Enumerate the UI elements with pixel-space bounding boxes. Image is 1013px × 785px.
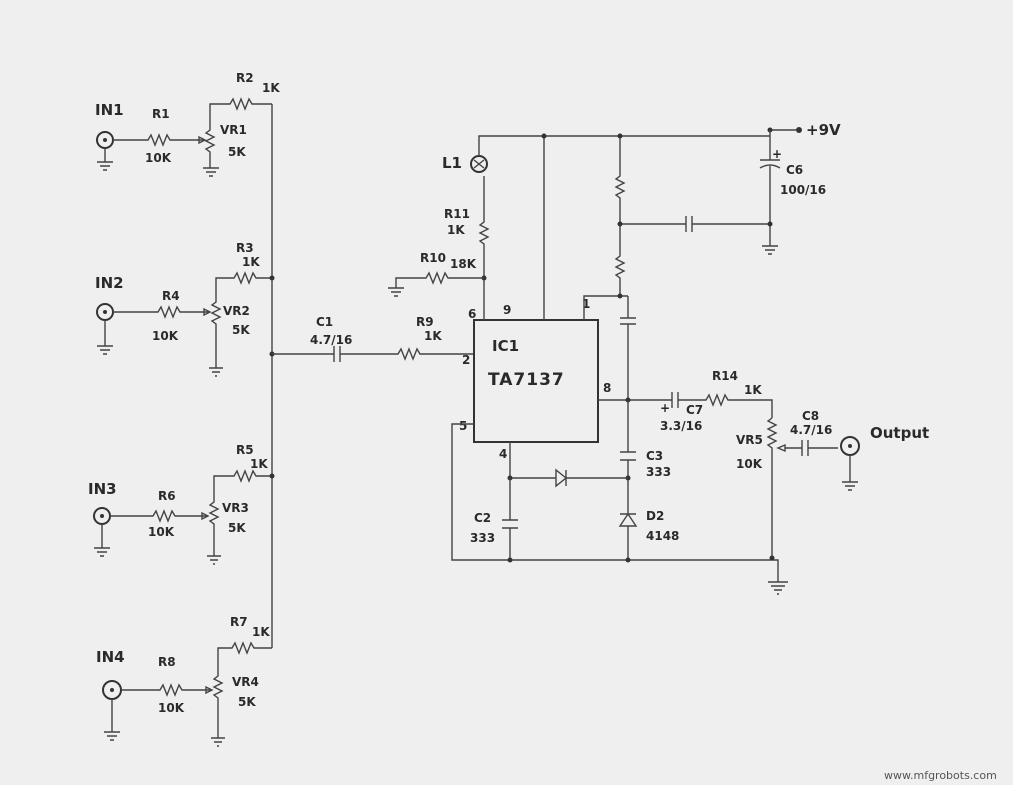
r9-value: 1K xyxy=(424,329,442,343)
vr3-value: 5K xyxy=(228,521,246,535)
r7-value: 1K xyxy=(252,625,270,639)
r2-value: 1K xyxy=(262,81,280,95)
r6-value: 10K xyxy=(148,525,175,539)
r10-value: 18K xyxy=(450,257,477,271)
c8-value: 4.7/16 xyxy=(790,423,832,437)
r10-label: R10 xyxy=(420,251,446,265)
c3-label: C3 xyxy=(646,449,663,463)
vr4-value: 5K xyxy=(238,695,256,709)
r8-value: 10K xyxy=(158,701,185,715)
input-coupling: C1 4.7/16 R9 1K xyxy=(272,315,474,362)
feedback-network xyxy=(583,133,773,400)
c7-polarity: + xyxy=(660,401,670,415)
ic1-pin-6: 6 xyxy=(468,307,476,321)
input-channel-4: IN4 R8 10K VR4 5K R7 1K xyxy=(96,615,272,747)
vr4-label: VR4 xyxy=(232,675,259,689)
r14-label: R14 xyxy=(712,369,738,383)
d2-value: 4148 xyxy=(646,529,679,543)
r2-label: R2 xyxy=(236,71,254,85)
ic1-pin-2: 2 xyxy=(462,353,470,367)
in2-label: IN2 xyxy=(95,274,124,292)
r9-label: R9 xyxy=(416,315,434,329)
r5-value: 1K xyxy=(250,457,268,471)
in1-label: IN1 xyxy=(95,101,124,119)
c8-label: C8 xyxy=(802,409,819,423)
c2-label: C2 xyxy=(474,511,491,525)
in3-label: IN3 xyxy=(88,480,117,498)
c6-polarity: + xyxy=(772,147,782,161)
output-network: + C7 3.3/16 R14 1K VR5 10K C8 4.7/16 Out… xyxy=(598,369,929,558)
input-channel-3: IN3 R6 10K VR3 5K R5 1K xyxy=(88,443,272,565)
d2-label: D2 xyxy=(646,509,664,523)
l1-label: L1 xyxy=(442,154,462,172)
ic1-name: IC1 xyxy=(492,337,519,355)
vr2-label: VR2 xyxy=(223,304,250,318)
r8-label: R8 xyxy=(158,655,176,669)
supply-label: +9V xyxy=(806,121,841,139)
ic1-pin-5: 5 xyxy=(459,419,467,433)
r3-label: R3 xyxy=(236,241,254,255)
c1-value: 4.7/16 xyxy=(310,333,352,347)
vr5-value: 10K xyxy=(736,457,763,471)
vr2-value: 5K xyxy=(232,323,250,337)
ic1-pin-8: 8 xyxy=(603,381,611,395)
r11-value: 1K xyxy=(447,223,465,237)
r5-label: R5 xyxy=(236,443,254,457)
watermark-text: www.mfgrobots.com xyxy=(884,769,997,782)
input-channel-1: IN1 R1 10K VR1 5K R2 1K xyxy=(95,71,280,177)
ic1-pin-1: 1 xyxy=(582,297,590,311)
vr3-label: VR3 xyxy=(222,501,249,515)
ic1-pin-9: 9 xyxy=(503,303,511,317)
ic1-part: TA7137 xyxy=(488,370,565,390)
c1-label: C1 xyxy=(316,315,333,329)
vr5-label: VR5 xyxy=(736,433,763,447)
c6-value: 100/16 xyxy=(780,183,826,197)
input-channel-2: IN2 R4 10K VR2 5K R3 1K xyxy=(95,241,272,377)
r1-value: 10K xyxy=(145,151,172,165)
r1-label: R1 xyxy=(152,107,170,121)
c3-value: 333 xyxy=(646,465,671,479)
r11-label: R11 xyxy=(444,207,470,221)
r3-value: 1K xyxy=(242,255,260,269)
in4-label: IN4 xyxy=(96,648,125,666)
c6-label: C6 xyxy=(786,163,803,177)
output-label: Output xyxy=(870,424,929,442)
vr1-label: VR1 xyxy=(220,123,247,137)
r6-label: R6 xyxy=(158,489,176,503)
r7-label: R7 xyxy=(230,615,248,629)
r14-value: 1K xyxy=(744,383,762,397)
ic1-chip: IC1 TA7137 6 9 1 2 8 5 4 xyxy=(459,297,611,461)
c7-label: C7 xyxy=(686,403,703,417)
pin6-network: R11 1K L1 R10 18K xyxy=(388,135,770,320)
c2-value: 333 xyxy=(470,531,495,545)
r4-value: 10K xyxy=(152,329,179,343)
bottom-network: C3 333 D2 4148 C2 333 xyxy=(451,400,788,595)
r4-label: R4 xyxy=(162,289,180,303)
supply-section: +9V + C6 100/16 xyxy=(759,121,841,255)
c7-value: 3.3/16 xyxy=(660,419,702,433)
vr1-value: 5K xyxy=(228,145,246,159)
ic1-pin-4: 4 xyxy=(499,447,507,461)
